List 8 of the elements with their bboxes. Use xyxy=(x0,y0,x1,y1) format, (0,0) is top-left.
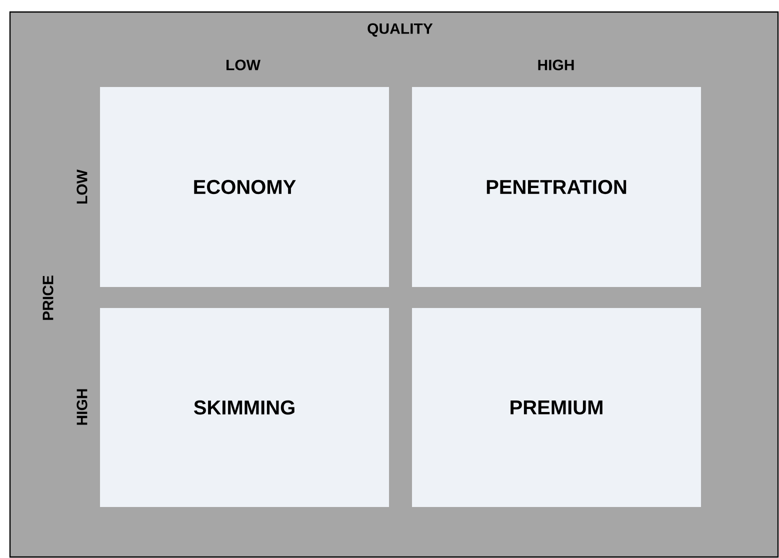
quadrant-box: PENETRATION xyxy=(412,87,701,287)
axis-label: HIGH xyxy=(538,60,574,70)
axis-title: QUALITY xyxy=(368,23,433,37)
axis-label: LOW xyxy=(226,60,260,70)
quadrant-box: PREMIUM xyxy=(412,308,701,507)
quadrant-box: SKIMMING xyxy=(100,308,389,507)
quadrant-box: ECONOMY xyxy=(100,87,389,287)
axis-title: PRICE xyxy=(42,276,54,320)
